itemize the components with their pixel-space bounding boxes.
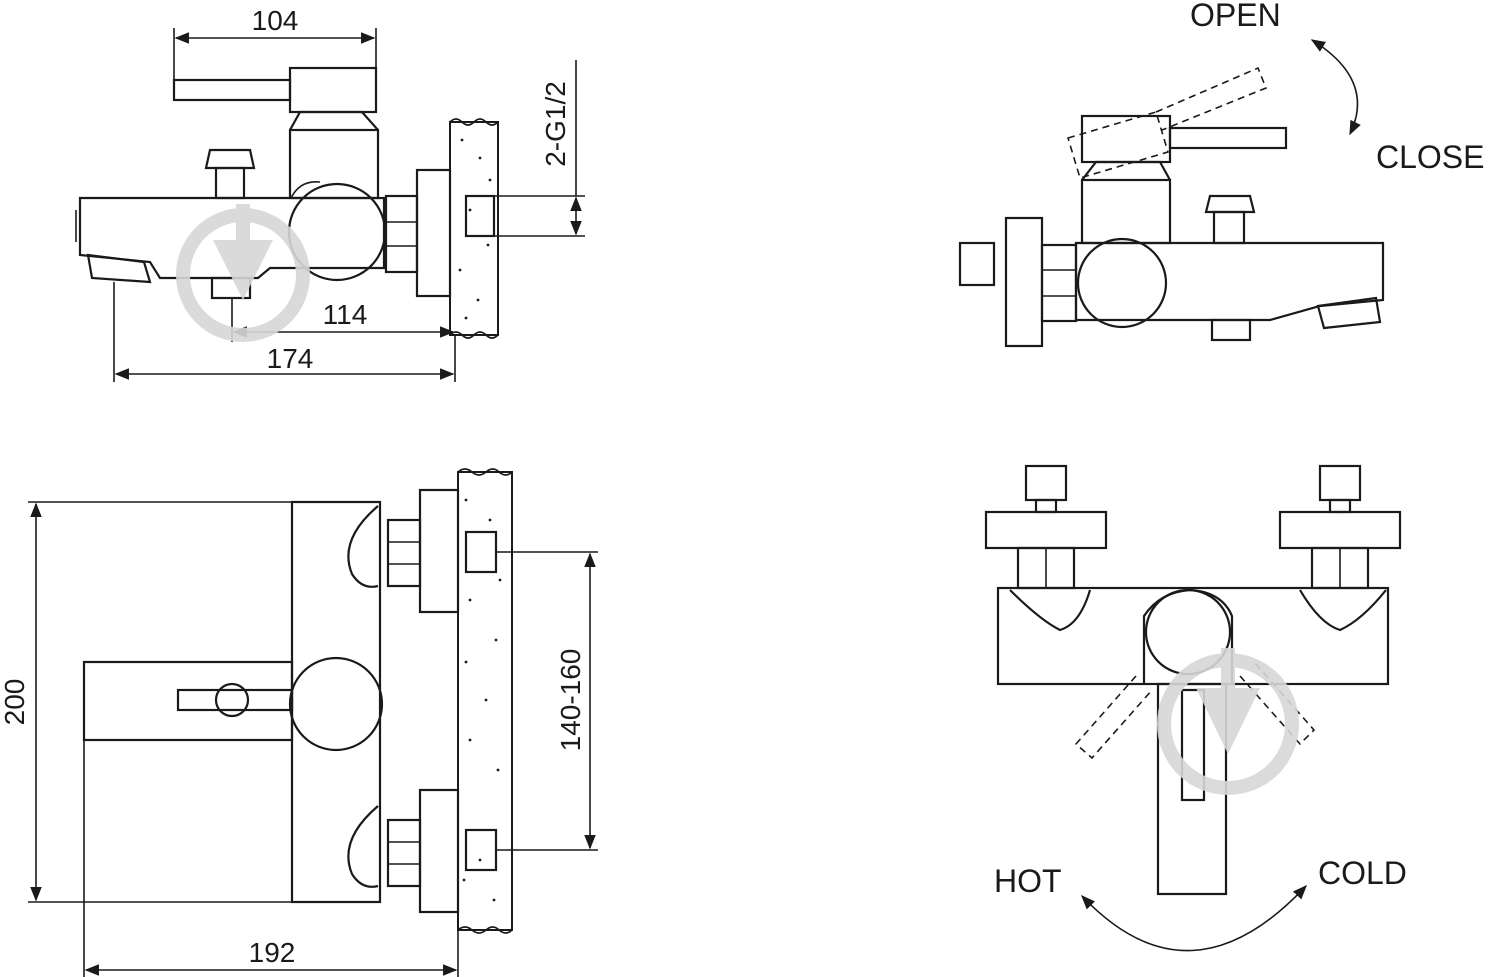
spout-top [82, 660, 294, 742]
eccentric-upper [347, 505, 379, 588]
label-200: 200 [0, 679, 30, 726]
dimension-top-lever: 104 [173, 5, 377, 80]
side-view-lever-motion: OPEN CLOSE [958, 0, 1484, 348]
label-192: 192 [249, 937, 296, 968]
label-114: 114 [323, 299, 368, 330]
flange-upper [418, 488, 460, 614]
lever-handle-right-view [1168, 126, 1288, 150]
diverter-knob [204, 148, 256, 200]
mixer-body-top [290, 500, 382, 904]
mixer-body-right-view [1074, 241, 1385, 322]
lever-slot [1180, 688, 1206, 802]
inlet-left-front [984, 464, 1108, 590]
cartridge-right-view [1080, 178, 1172, 245]
label-close: CLOSE [1376, 139, 1484, 175]
label-open: OPEN [1190, 0, 1281, 33]
wall-flange-right-view [1004, 216, 1044, 348]
side-view: 104 2-G1/2 114 174 [75, 5, 585, 382]
watermark-logo-left [176, 204, 310, 342]
dimension-inlet-spacing: 140-160 [496, 551, 598, 851]
eccentric-lower [347, 805, 379, 888]
dimension-174: 174 [113, 282, 456, 382]
dimension-thread: 2-G1/2 [494, 60, 585, 237]
open-close-arrow [1310, 39, 1361, 136]
wall-section-top [457, 468, 513, 934]
top-view: 200 140-160 192 [0, 468, 598, 977]
valve-cap-right-view [1076, 237, 1168, 329]
inlet-right-front [1278, 464, 1402, 590]
spout-aerator [210, 276, 252, 300]
eccentric-front-right [1299, 589, 1387, 632]
label-174: 174 [267, 343, 314, 374]
cartridge-housing [288, 128, 380, 200]
spout-outlet-right-view [1316, 296, 1382, 330]
lever-pivot [214, 682, 250, 718]
label-hot: HOT [994, 863, 1062, 899]
label-inlet-spacing: 140-160 [555, 649, 586, 752]
label-thread: 2-G1/2 [540, 81, 571, 167]
hex-nut-lower [386, 818, 422, 888]
lever-handle-top [176, 688, 294, 712]
spout-outlet [86, 253, 152, 284]
lever-hot-cold-positions [1074, 661, 1316, 760]
wall-section-side [449, 118, 499, 339]
watermark-logo-right [1157, 648, 1299, 795]
front-view: HOT COLD [984, 464, 1407, 952]
inlet-pipe [464, 194, 496, 238]
aerator-right-view [1210, 318, 1252, 342]
hex-nut-upper [386, 518, 422, 588]
diverter-knob-right-view [1204, 194, 1256, 245]
wall-flange [415, 168, 452, 298]
dimension-192: 192 [83, 740, 459, 977]
flange-lower [418, 788, 460, 914]
hex-nut-right-view [1040, 243, 1078, 323]
lever-open-position [1067, 66, 1268, 179]
lever-hub [288, 66, 378, 114]
hot-cold-arrow [1081, 884, 1307, 952]
lever-handle [172, 78, 292, 102]
label-cold: COLD [1318, 855, 1407, 891]
dimension-200: 200 [0, 501, 292, 903]
hex-nut [384, 194, 419, 274]
valve-cap-top [288, 656, 384, 752]
inlet-pipe-right-view [958, 241, 996, 287]
eccentric-front-left [1009, 589, 1092, 632]
label-104: 104 [252, 5, 299, 36]
